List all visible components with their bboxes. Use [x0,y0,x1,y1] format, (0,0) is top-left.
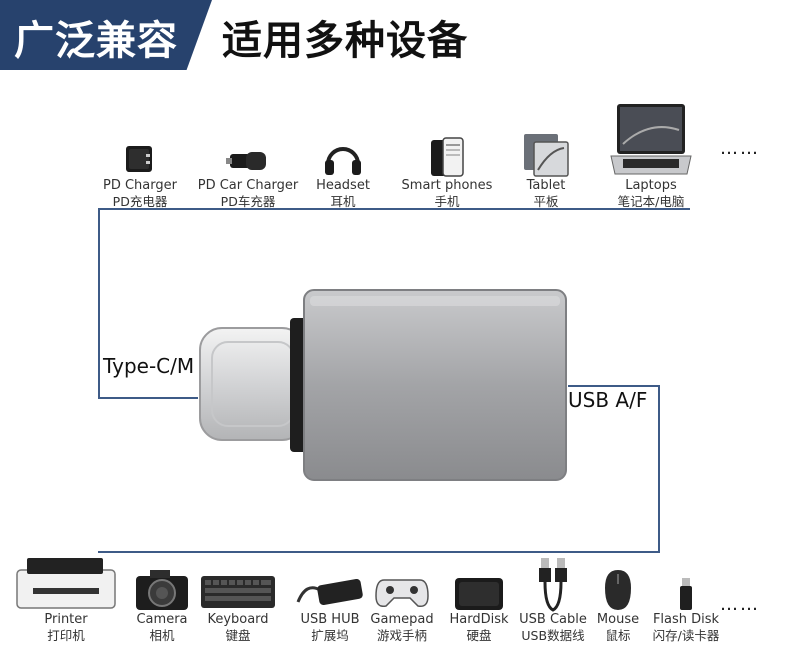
camera-icon [130,552,194,612]
device-cn-label: 耳机 [330,194,356,210]
device-cn-label: PD车充器 [220,194,276,210]
device-en-label: Headset [316,178,370,193]
tablet-icon [510,118,582,178]
device-headset: Headset 耳机 [305,118,381,210]
device-keyboard: Keyboard 键盘 [198,552,278,644]
device-cn-label: USB数据线 [521,628,585,644]
phone-icon [392,118,502,178]
device-en-label: Tablet [526,178,566,193]
device-tablet: Tablet 平板 [510,118,582,210]
device-en-label: Flash Disk [652,612,720,627]
device-cn-label: 手机 [434,194,460,210]
flash-disk-icon [646,552,726,612]
right-connector-line [658,385,660,552]
device-en-label: Camera [136,612,188,627]
otg-adapter-illustration [198,288,573,492]
device-en-label: PD Car Charger [197,178,299,193]
mouse-icon [590,552,646,612]
device-cn-label: 扩展坞 [311,628,349,644]
charger-icon [95,118,185,178]
device-cn-label: 打印机 [47,628,85,644]
bottom-connector-line [98,551,660,553]
printer-icon [10,552,122,612]
device-en-label: Smart phones [401,178,493,193]
device-en-label: USB HUB [300,612,360,627]
device-smart-phones: Smart phones 手机 [392,118,502,210]
left-connector-line [98,208,100,398]
device-cn-label: 键盘 [225,628,251,644]
device-mouse: Mouse 鼠标 [590,552,646,644]
usb-a-connector-line [568,385,660,387]
device-printer: Printer 打印机 [10,552,122,644]
keyboard-icon [198,552,278,612]
device-en-label: Mouse [596,612,640,627]
device-pd-car-charger: PD Car Charger PD车充器 [196,118,300,210]
header-left-banner [0,0,212,70]
type-c-label: Type-C/M [103,354,195,378]
more-top-indicator: …… [720,138,760,159]
car-charger-icon [196,118,300,178]
device-laptops: Laptops 笔记本/电脑 [603,90,699,210]
device-camera: Camera 相机 [130,552,194,644]
device-en-label: Keyboard [207,612,269,627]
device-en-label: Laptops [625,178,677,193]
device-pd-charger: PD Charger PD充电器 [95,118,185,210]
device-en-label: PD Charger [103,178,177,193]
top-connector-line [98,208,690,210]
device-en-label: Gamepad [370,612,434,627]
device-en-label: USB Cable [519,612,587,627]
device-usb-hub: USB HUB 扩展坞 [290,552,370,644]
device-cn-label: 游戏手柄 [376,628,427,644]
header-left-title: 广泛兼容 [14,18,178,64]
laptop-icon [603,90,699,178]
device-harddisk: HardDisk 硬盘 [442,552,516,644]
device-en-label: Printer [44,612,88,627]
device-en-label: HardDisk [449,612,509,627]
device-flash-disk: Flash Disk 闪存/读卡器 [646,552,726,644]
usb-hub-icon [290,552,370,612]
headset-icon [305,118,381,178]
device-cn-label: 鼠标 [605,628,631,644]
device-cn-label: PD充电器 [112,194,168,210]
device-cn-label: 闪存/读卡器 [652,628,720,644]
device-cn-label: 硬盘 [466,628,492,644]
more-bottom-indicator: …… [720,594,760,615]
device-cn-label: 笔记本/电脑 [617,194,685,210]
usb-cable-icon [518,552,588,612]
device-gamepad: Gamepad 游戏手柄 [368,552,436,644]
device-cn-label: 平板 [533,194,559,210]
harddisk-icon [442,552,516,612]
gamepad-icon [368,552,436,612]
device-usb-cable: USB Cable USB数据线 [518,552,588,644]
device-cn-label: 相机 [149,628,175,644]
type-c-connector-line [98,397,198,399]
header-right-title: 适用多种设备 [222,18,468,64]
usb-a-label: USB A/F [568,388,648,412]
